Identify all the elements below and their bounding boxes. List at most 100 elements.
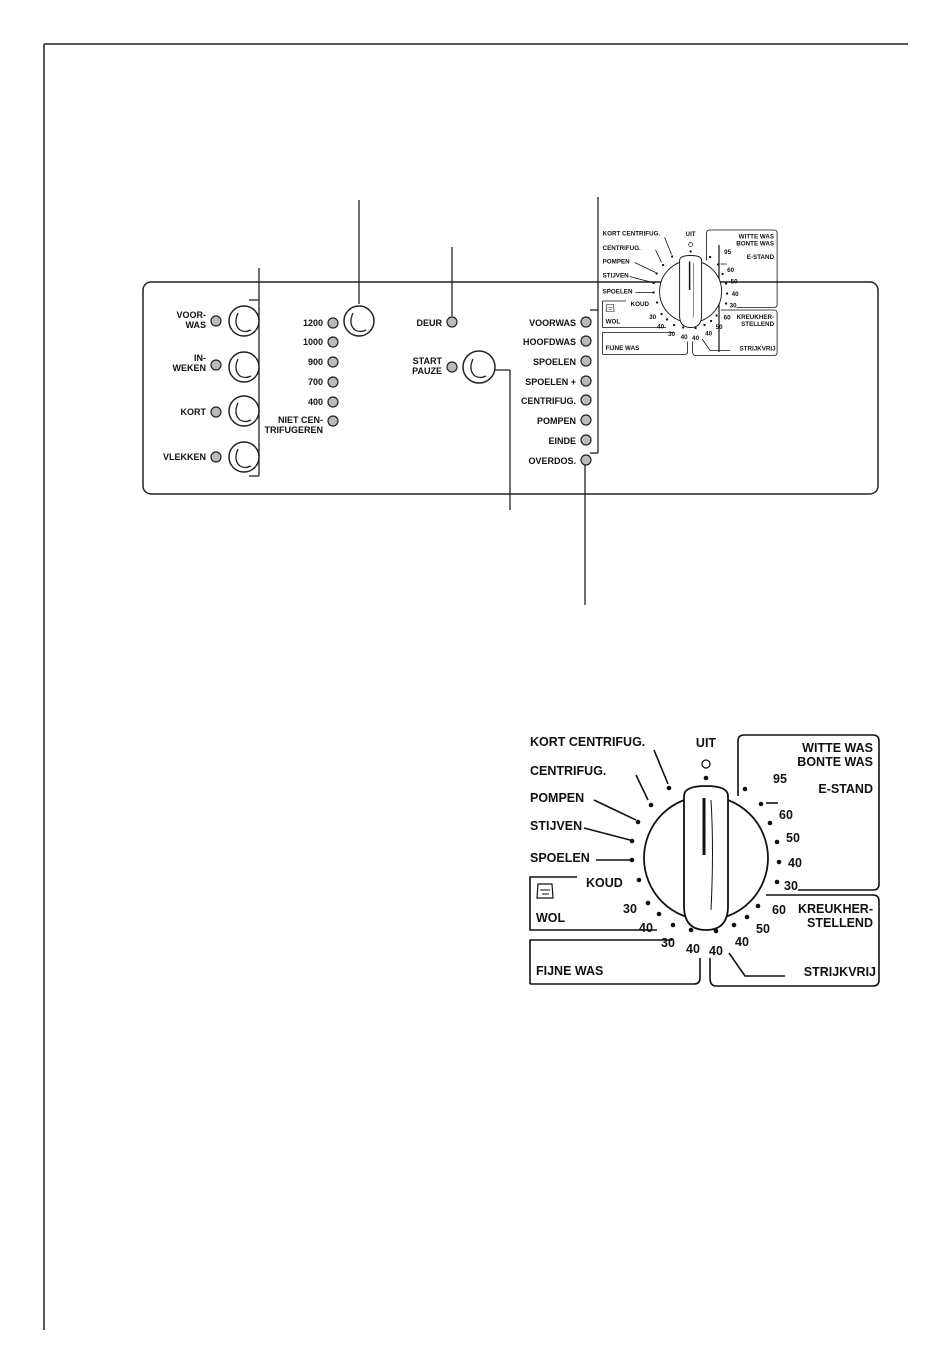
stains-button[interactable] [228, 441, 260, 473]
delicate-40-dot [688, 927, 694, 933]
phase-drain-label: POMPEN [537, 416, 576, 426]
starch-leader [583, 827, 631, 841]
short-label: KORT [181, 407, 207, 417]
cold-dot [655, 301, 659, 304]
short-button[interactable] [228, 395, 260, 427]
hand-wash-icon [605, 304, 615, 312]
hand-wash-icon [536, 883, 554, 899]
dial-off-label: UIT [686, 231, 696, 238]
spin-1200-led [327, 317, 339, 329]
spin-speed-group: 1200 1000 900 700 400 NIET CEN-TRIFUGERE… [265, 305, 375, 435]
white-temp-40: 40 [788, 856, 802, 870]
dial-cold-label: KOUD [631, 301, 650, 308]
wool-temp-40: 40 [657, 324, 664, 331]
dial-iron-free-label: STRIJKVRIJ [804, 965, 876, 979]
delicate-temp-30: 30 [668, 331, 675, 338]
dial-spin-label: CENTRIFUG. [530, 764, 606, 778]
dial-wool-label: WOL [606, 319, 621, 326]
option-buttons: VOOR-WAS IN-WEKEN KORT VLEKKEN [163, 305, 260, 473]
dial-short-spin-label: KORT CENTRIFUG. [530, 735, 645, 749]
short-led [210, 406, 222, 418]
white-60-dot [721, 272, 724, 276]
phase-drain-led [580, 414, 592, 426]
easy-care-50-dot [744, 914, 750, 920]
dial-drain-label: POMPEN [603, 259, 631, 266]
iron-free-temp-40: 40 [692, 335, 699, 342]
drain-leader [634, 262, 656, 273]
spin-700-label: 700 [308, 377, 323, 387]
spin-1200-label: 1200 [303, 318, 323, 328]
dial-off-label: UIT [696, 736, 717, 750]
dial-off-dot [703, 775, 709, 781]
spin-1000-led [327, 336, 339, 348]
white-40-dot [725, 292, 729, 295]
easy-care-60-dot [755, 903, 761, 909]
starch-dot [652, 281, 655, 285]
white-temp-40: 40 [732, 291, 739, 298]
white-temp-30: 30 [730, 303, 737, 310]
hand-wash-icon-waves [540, 889, 550, 895]
spin-400-led [327, 396, 339, 408]
dial-starch-label: STIJVEN [530, 819, 582, 833]
soak-button[interactable] [228, 351, 260, 383]
spin-700-led [327, 376, 339, 388]
wool-temp-30: 30 [623, 902, 637, 916]
wool-temp-30: 30 [649, 314, 656, 321]
wool-box [602, 300, 667, 328]
phase-rinse-label: SPOELEN [533, 357, 576, 367]
white-40-dot [776, 859, 782, 865]
wool-box [529, 876, 657, 931]
white-temp-60: 60 [727, 267, 734, 274]
easy-care-box [720, 309, 778, 353]
phase-end-label: EINDE [548, 436, 576, 446]
iron-free-box [692, 341, 778, 356]
dial-e-stand-label: E-STAND [747, 254, 775, 261]
short-spin-dot [666, 785, 672, 791]
prewash-led [210, 315, 222, 327]
easy-care-40-dot [731, 922, 737, 928]
dial-highlight [710, 799, 713, 911]
spin-speed-button[interactable] [343, 305, 375, 337]
phase-rinse-led [580, 355, 592, 367]
rinse-dot [629, 857, 635, 863]
iron-free-leader [728, 952, 785, 977]
phase-indicator: VOORWAS HOOFDWAS SPOELEN SPOELEN + CENTR… [521, 316, 592, 466]
phase-mainwash-label: HOOFDWAS [523, 337, 576, 347]
phase-end-led [580, 434, 592, 446]
prewash-button[interactable] [228, 305, 260, 337]
easy-care-40-dot [703, 323, 706, 327]
e-stand-dot [716, 263, 720, 266]
drain-dot [655, 272, 658, 275]
start-pause-button[interactable] [462, 350, 496, 384]
stains-label: VLEKKEN [163, 452, 206, 462]
no-spin-label: NIET CEN-TRIFUGEREN [265, 415, 324, 435]
prewash-label: VOOR-WAS [176, 310, 206, 330]
drain-dot [635, 819, 641, 825]
dial-easy-care-label: KREUKHER-STELLEND [798, 902, 873, 930]
wool-30-dot [660, 312, 663, 316]
delicates-box-bottom [530, 958, 701, 985]
short-spin-leader [653, 749, 669, 785]
phase-spin-led [580, 394, 592, 406]
wool-40-dot [656, 911, 662, 917]
easy-care-temp-40: 40 [735, 935, 749, 949]
delicate-40-dot [681, 326, 685, 329]
white-30-dot [774, 879, 780, 885]
white-60-dot [767, 820, 773, 826]
spin-leader [655, 249, 662, 263]
dial-cold-label: KOUD [586, 876, 623, 890]
iron-free-leader [701, 338, 731, 351]
short-spin-dot [670, 255, 674, 258]
rinse-dot [652, 291, 655, 294]
easy-care-temp-60: 60 [772, 903, 786, 917]
door-label: DEUR [416, 318, 442, 328]
spin-leader [635, 774, 649, 801]
dial-easy-care-label: KREUKHER-STELLEND [737, 314, 775, 328]
white-temp-95: 95 [724, 249, 731, 256]
dial-knob [683, 785, 729, 931]
dial-e-stand-label: E-STAND [818, 782, 873, 796]
dial-spin-label: CENTRIFUG. [603, 245, 641, 252]
spin-900-led [327, 356, 339, 368]
drain-leader [593, 799, 637, 821]
